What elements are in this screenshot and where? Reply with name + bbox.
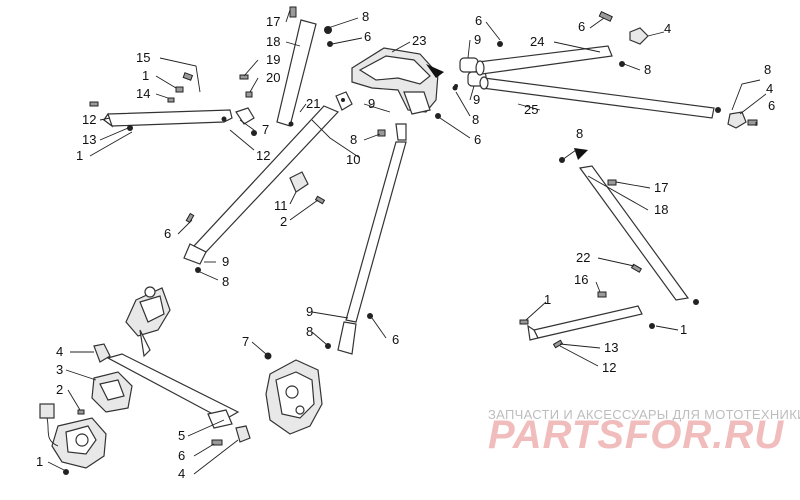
callout-1: 1 xyxy=(544,292,551,307)
callout-21: 21 xyxy=(306,96,320,111)
callout-17: 17 xyxy=(266,14,280,29)
callout-9: 9 xyxy=(368,96,375,111)
support-strap-upper xyxy=(276,6,333,127)
callout-15: 15 xyxy=(136,50,150,65)
callout-2: 2 xyxy=(56,382,63,397)
watermark-brand: PARTSFOR.RU xyxy=(488,413,784,457)
callout-3: 3 xyxy=(56,362,63,377)
callout-6: 6 xyxy=(475,13,482,28)
callout-6: 6 xyxy=(178,448,185,463)
callout-8: 8 xyxy=(362,9,369,24)
left-upper-bracket xyxy=(103,107,255,131)
callout-8: 8 xyxy=(350,132,357,147)
callout-12: 12 xyxy=(602,360,616,375)
callout-1: 1 xyxy=(142,68,149,83)
callout-4: 4 xyxy=(56,344,63,359)
callout-12: 12 xyxy=(256,148,270,163)
center-head-bracket xyxy=(351,47,458,119)
watermark-caption: ЗАПЧАСТИ И АКСЕССУАРЫ ДЛЯ МОТОТЕХНИКИ xyxy=(488,407,800,422)
left-lower-mount xyxy=(125,286,171,358)
callout-6: 6 xyxy=(768,98,775,113)
callout-4: 4 xyxy=(664,21,671,36)
callout-13: 13 xyxy=(82,132,96,147)
callout-9: 9 xyxy=(473,92,480,107)
callout-12: 12 xyxy=(82,112,96,127)
callout-6: 6 xyxy=(474,132,481,147)
callout-1: 1 xyxy=(680,322,687,337)
callout-6: 6 xyxy=(392,332,399,347)
callout-8: 8 xyxy=(472,112,479,127)
callout-1: 1 xyxy=(36,454,43,469)
callout-9: 9 xyxy=(474,32,481,47)
right-lower-bracket xyxy=(519,291,655,349)
lower-crossbar xyxy=(106,353,240,429)
hardware-top-right xyxy=(454,10,758,129)
support-strap-right xyxy=(559,148,699,305)
bracket-3 xyxy=(91,371,133,413)
callout-18: 18 xyxy=(266,34,280,49)
callout-24: 24 xyxy=(530,34,544,49)
center-lower-mount xyxy=(265,359,323,435)
diagonal-tube-left xyxy=(183,91,353,273)
callout-8: 8 xyxy=(306,324,313,339)
clamp-4-left xyxy=(77,343,272,446)
callout-18: 18 xyxy=(654,202,668,217)
callout-7: 7 xyxy=(262,122,269,137)
callout-8: 8 xyxy=(764,62,771,77)
watermark: ЗАПЧАСТИ И АКСЕССУАРЫ ДЛЯ МОТОТЕХНИКИ PA… xyxy=(488,407,800,457)
callout-6: 6 xyxy=(578,19,585,34)
callout-10: 10 xyxy=(346,152,360,167)
callout-9: 9 xyxy=(222,254,229,269)
callout-13: 13 xyxy=(604,340,618,355)
callout-4: 4 xyxy=(178,466,185,481)
vertical-tube-10 xyxy=(337,123,407,355)
callout-17: 17 xyxy=(654,180,668,195)
callout-14: 14 xyxy=(136,86,150,101)
callout-8: 8 xyxy=(644,62,651,77)
callout-23: 23 xyxy=(412,33,426,48)
callout-22: 22 xyxy=(576,250,590,265)
actuator-assembly xyxy=(39,403,107,475)
callout-9: 9 xyxy=(306,304,313,319)
callout-5: 5 xyxy=(178,428,185,443)
bolts-upper-left xyxy=(89,72,257,136)
callout-8: 8 xyxy=(576,126,583,141)
callout-20: 20 xyxy=(266,70,280,85)
callout-19: 19 xyxy=(266,52,280,67)
callout-7: 7 xyxy=(242,334,249,349)
hardware-mid xyxy=(185,129,386,349)
bushing-11 xyxy=(289,171,326,205)
callout-8: 8 xyxy=(222,274,229,289)
callout-1: 1 xyxy=(76,148,83,163)
leader-lines xyxy=(47,9,767,475)
callout-6: 6 xyxy=(164,226,171,241)
callout-numbers: 17 18 19 20 8 6 23 6 9 24 6 4 8 15 1 14 … xyxy=(36,9,775,481)
callout-25: 25 xyxy=(524,102,538,117)
tube-lower xyxy=(479,76,715,119)
callout-16: 16 xyxy=(574,272,588,287)
callout-11: 11 xyxy=(274,198,288,213)
callout-2: 2 xyxy=(280,214,287,229)
tube-upper xyxy=(475,45,613,76)
callout-4: 4 xyxy=(766,81,773,96)
callout-6: 6 xyxy=(364,29,371,44)
